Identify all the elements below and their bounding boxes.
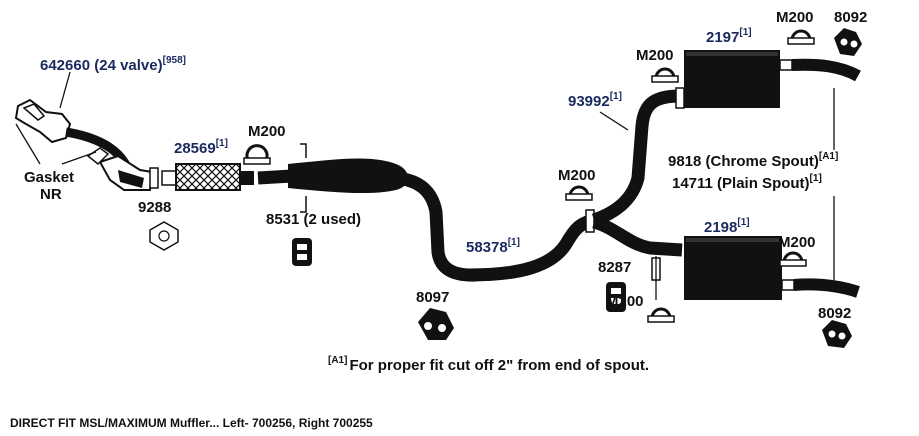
- part-label-spout-chrome: 9818 (Chrome Spout)[A1]: [668, 151, 838, 170]
- clamp-icon: [651, 67, 679, 83]
- clamp-icon: [565, 185, 593, 201]
- muffler-2198: [651, 236, 860, 300]
- clamp-icon: [647, 307, 675, 323]
- clamp-icon: [779, 251, 807, 267]
- part-label-hanger-front: 8531 (2 used): [266, 211, 361, 228]
- part-label-clamp-y: M200: [558, 167, 596, 184]
- part-label-clamp-left-muffler: M200: [636, 47, 674, 64]
- part-label-converter: 642660 (24 valve)[958]: [40, 55, 186, 74]
- rubber-hanger-icon: [834, 28, 862, 56]
- part-label-resonator: 28569[1]: [174, 138, 228, 157]
- part-label-clamp-right-muffler: M200: [606, 293, 644, 310]
- part-label-flange-gasket: 9288: [138, 199, 171, 216]
- catalytic-converter: [14, 98, 159, 191]
- clamp-icon: [787, 29, 815, 45]
- flange-gasket-9288: [149, 221, 179, 251]
- part-label-hanger-left-tail: 8092: [834, 9, 867, 26]
- front-pipe: [257, 158, 477, 282]
- part-label-clamp-left-tail: M200: [776, 9, 814, 26]
- part-label-muffler-right: 2198[1]: [704, 217, 750, 236]
- part-label-hanger-mid: 8097: [416, 289, 449, 306]
- hanger-bracket-8531: [300, 143, 307, 213]
- mid-pipe-58378: [469, 213, 598, 282]
- rubber-hanger-icon: [822, 320, 852, 348]
- clamp-icon: [243, 144, 271, 165]
- part-label-clamp-right-tail: M200: [778, 234, 816, 251]
- part-label-hanger-right-muffler: 8287: [598, 259, 631, 276]
- resonator-28569: [161, 163, 254, 191]
- part-label-clamp-front: M200: [248, 123, 286, 140]
- part-label-mid-pipe: 58378[1]: [466, 237, 520, 256]
- pipe-flange: [585, 209, 595, 233]
- part-label-pipe-left: 93992[1]: [568, 91, 622, 110]
- pipe-flange: [675, 87, 685, 109]
- part-label-hanger-right-tail: 8092: [818, 305, 851, 322]
- rubber-hanger-icon: [292, 238, 312, 266]
- y-pipe: [591, 89, 683, 257]
- rubber-hanger-icon: [418, 308, 454, 340]
- part-label-spout-plain: 14711 (Plain Spout)[1]: [672, 173, 822, 192]
- rubber-hanger-icon: [606, 282, 626, 312]
- fitment-note: [A1]For proper fit cut off 2" from end o…: [328, 355, 649, 374]
- part-label-gasket-nr: NR: [40, 186, 62, 203]
- leader-lines: [15, 71, 835, 300]
- muffler-2197: [684, 50, 861, 108]
- part-label-muffler-left: 2197[1]: [706, 27, 752, 46]
- footer-caption: DIRECT FIT MSL/MAXIMUM Muffler... Left- …: [10, 416, 373, 430]
- part-label-gasket: Gasket: [24, 169, 74, 186]
